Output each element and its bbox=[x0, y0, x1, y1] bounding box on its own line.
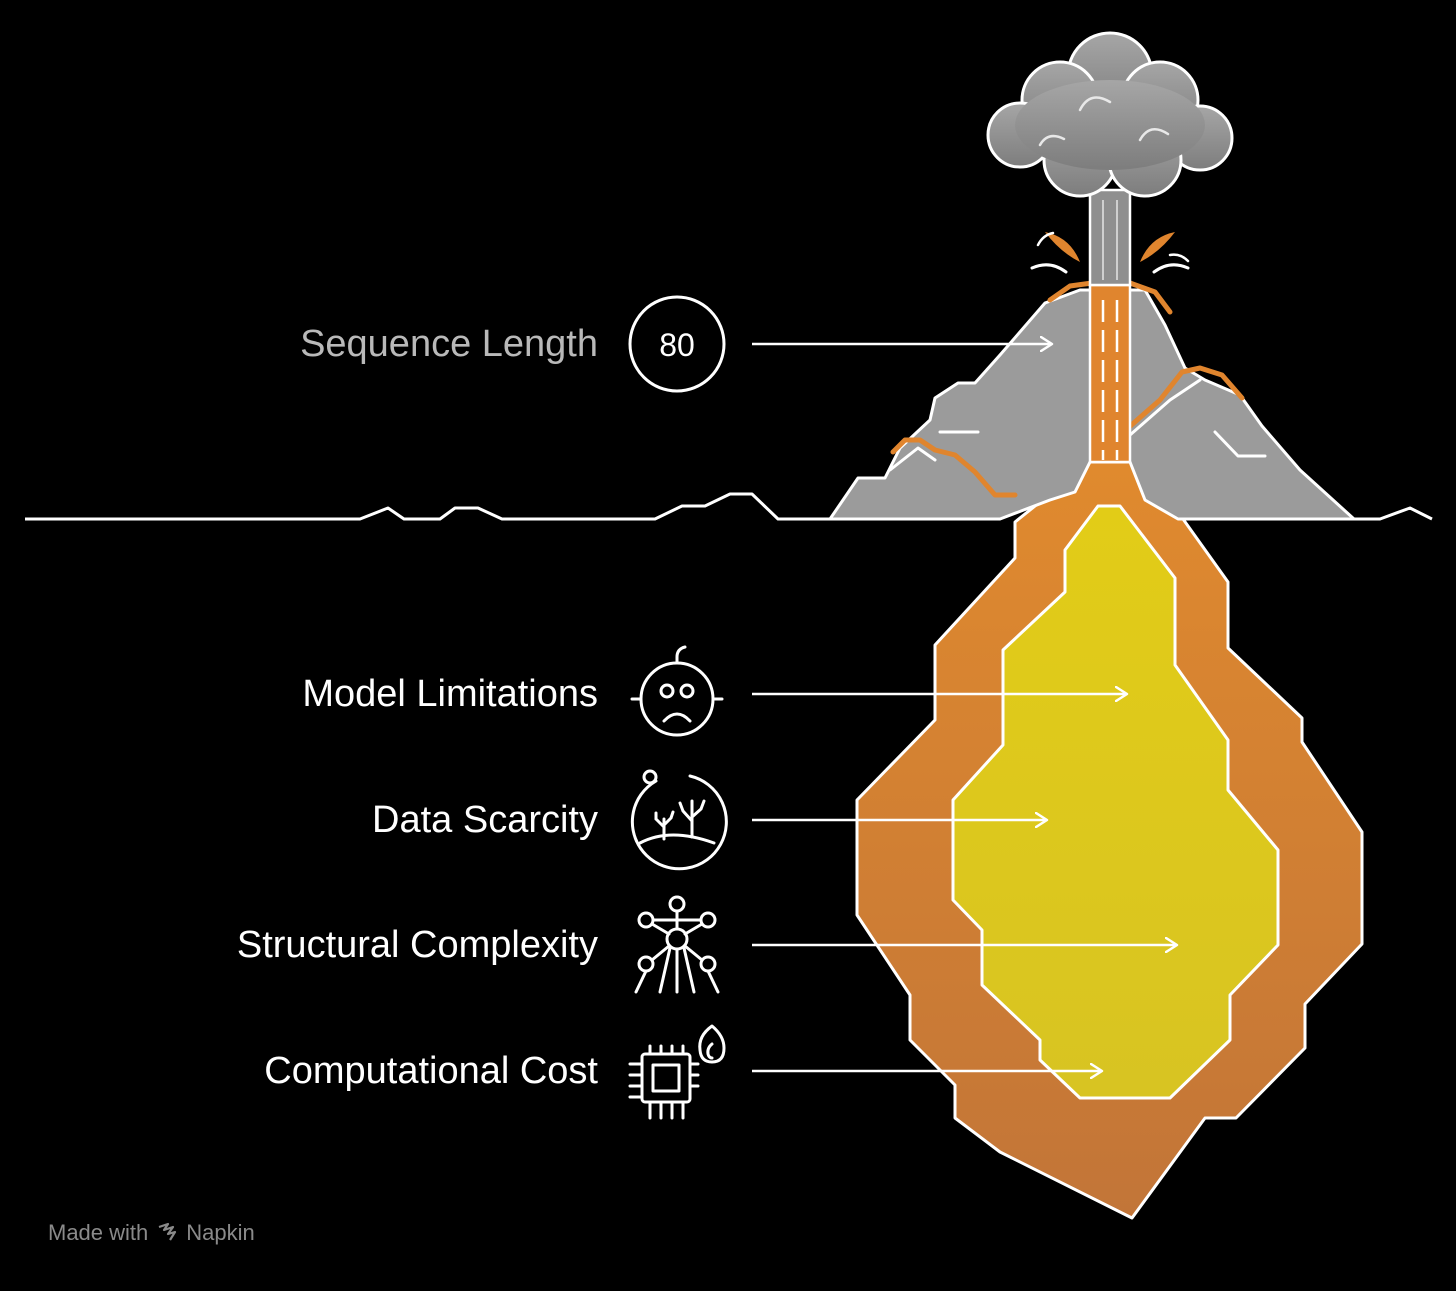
layer-label-data-scarcity: Data Scarcity bbox=[372, 799, 598, 841]
ash-column-lines bbox=[1102, 200, 1118, 280]
footer-brand: Napkin bbox=[186, 1220, 255, 1245]
ash-column bbox=[1088, 188, 1132, 287]
footer-made-with: Made with bbox=[48, 1220, 149, 1245]
desert-plant-icon bbox=[626, 769, 728, 871]
lava-flows bbox=[890, 280, 1245, 498]
layer-label-computational-cost: Computational Cost bbox=[264, 1050, 598, 1092]
layer-label-sequence-length: Sequence Length bbox=[300, 323, 598, 365]
mountain-ridges bbox=[888, 378, 1267, 472]
ash-cloud bbox=[986, 31, 1234, 198]
sequence-80-icon: 80 bbox=[626, 293, 728, 395]
napkin-logo-icon bbox=[158, 1222, 177, 1241]
ground-line bbox=[25, 492, 1433, 521]
conduit-dashes bbox=[1101, 300, 1119, 460]
layer-label-structural-complexity: Structural Complexity bbox=[236, 924, 598, 966]
layer-label-model-limitations: Model Limitations bbox=[302, 673, 598, 715]
chip-fire-icon bbox=[626, 1020, 728, 1122]
made-with-napkin: Made with Napkin bbox=[48, 1220, 255, 1246]
magma-core bbox=[951, 504, 1280, 1100]
robot-icon bbox=[626, 643, 728, 745]
sequence-badge-text: 80 bbox=[659, 327, 695, 363]
volcano-conduit bbox=[1088, 283, 1132, 464]
lava-splashes bbox=[1030, 231, 1190, 274]
molecule-structure-icon bbox=[626, 894, 728, 996]
